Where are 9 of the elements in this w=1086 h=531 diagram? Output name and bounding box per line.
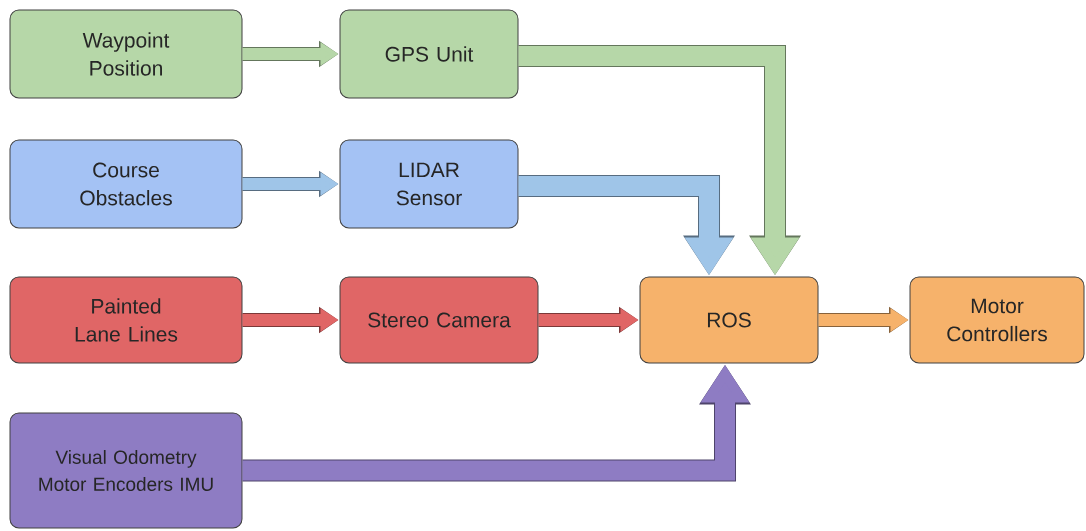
process-box: Visual Odometry Motor Encoders IMU [9,412,243,529]
process-box: LIDAR Sensor [339,139,519,229]
process-box: ROS [639,276,819,364]
process-box: Course Obstacles [9,139,243,229]
process-box: GPS Unit [339,9,519,99]
process-box: Waypoint Position [9,9,243,99]
process-box: Painted Lane Lines [9,276,243,364]
process-box: Stereo Camera [339,276,539,364]
process-box: Motor Controllers [909,276,1085,364]
